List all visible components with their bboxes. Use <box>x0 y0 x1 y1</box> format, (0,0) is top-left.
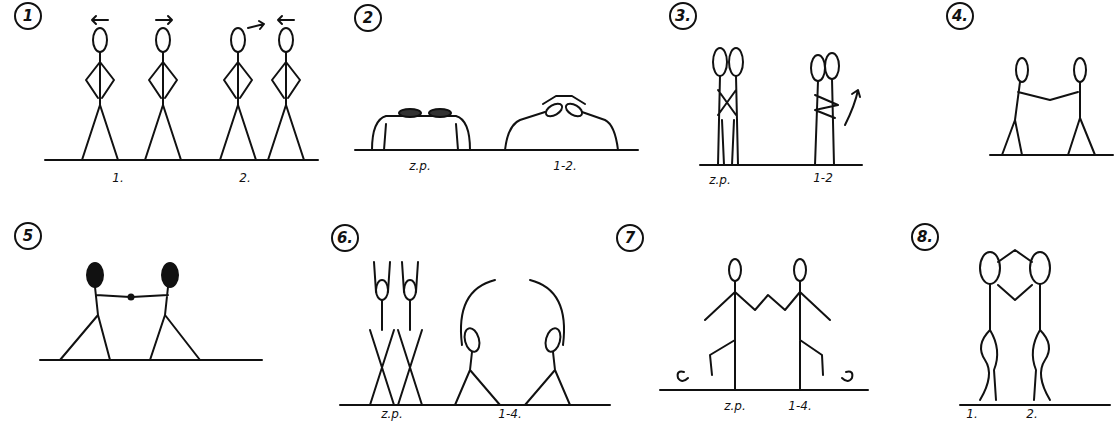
number-circles <box>15 3 973 251</box>
panel-three-figures <box>700 48 862 165</box>
panel-six-figures <box>340 262 610 405</box>
panel-number: 4. <box>952 9 968 24</box>
panel-four-figures <box>990 58 1113 155</box>
panel-number: 2 <box>363 11 373 26</box>
panel-number: 6. <box>337 231 353 246</box>
panel-number: 8. <box>917 230 933 245</box>
panel-number: 5 <box>23 229 33 244</box>
panel-two-figures <box>355 96 638 150</box>
step-label: z.p. <box>381 408 403 420</box>
step-label: z.p. <box>709 174 731 186</box>
step-label: 1. <box>112 172 123 184</box>
step-label: 2. <box>239 172 250 184</box>
step-label: 1. <box>966 408 977 420</box>
panel-number: 3. <box>675 9 691 24</box>
step-label: z.p. <box>409 160 431 172</box>
step-label: 1-4. <box>498 408 521 420</box>
panel-eight-figures <box>960 250 1110 405</box>
panel-number: 7 <box>625 231 635 246</box>
panel-one-figures <box>45 16 318 160</box>
step-label: 1-2. <box>553 160 576 172</box>
step-label: 1-4. <box>788 400 811 412</box>
step-label: z.p. <box>724 400 746 412</box>
panel-seven-figures <box>660 259 868 390</box>
panel-number: 1 <box>23 9 33 24</box>
step-label: 2. <box>1026 408 1037 420</box>
panel-five-figures <box>40 263 262 360</box>
step-label: 1-2 <box>813 172 833 184</box>
